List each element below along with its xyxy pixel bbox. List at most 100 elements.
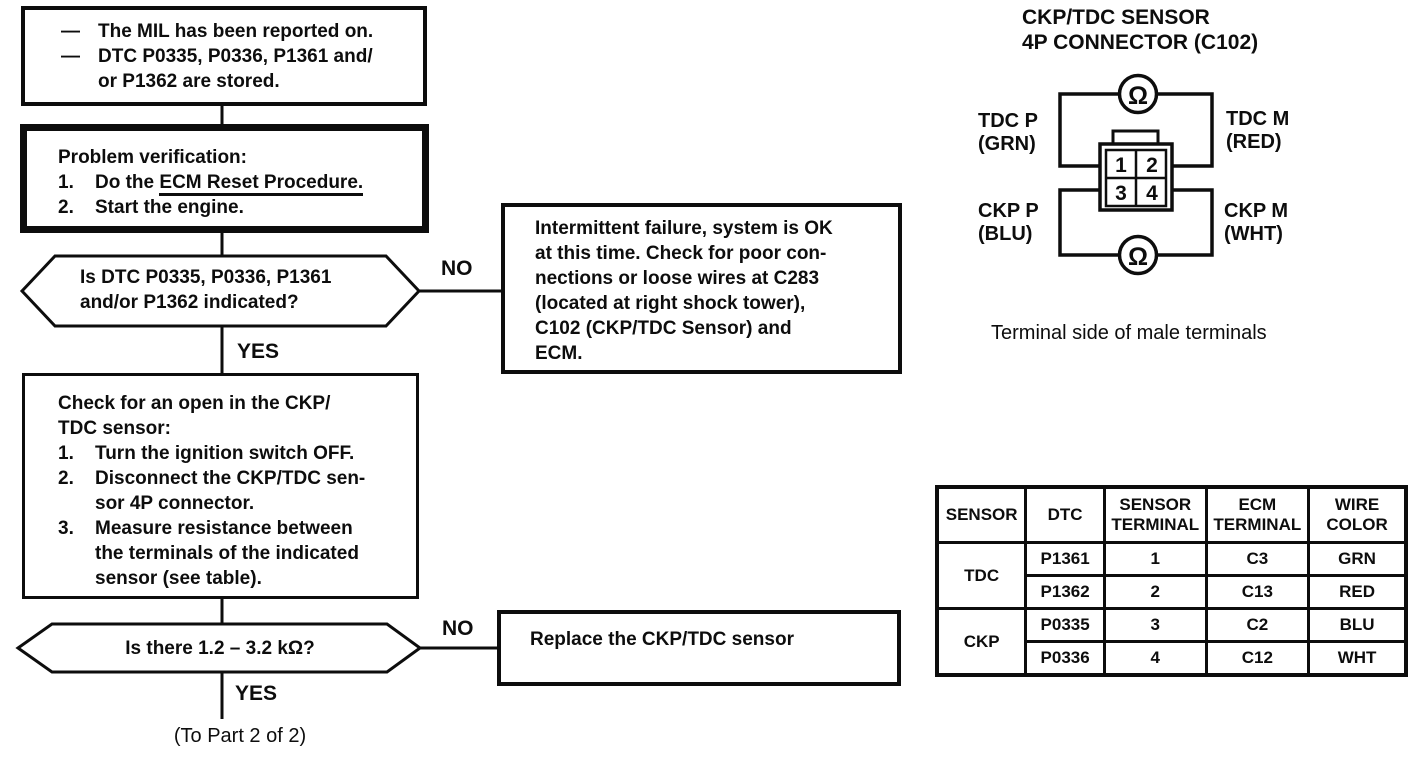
- ohmmeter-icon: [1117, 73, 1159, 115]
- decision2-question: Is there 1.2 – 3.2 kΩ?: [125, 638, 315, 659]
- dash-bullet: —: [61, 46, 80, 67]
- cell-sensor-terminal: 1: [1102, 541, 1208, 577]
- ohmmeter-icon: [1117, 234, 1159, 276]
- step-text: Measure resistance between: [95, 518, 353, 539]
- check-title-line: Check for an open in the CKP/: [58, 393, 331, 414]
- connector-diagram-title: CKP/TDC SENSOR 4P CONNECTOR (C102): [1022, 5, 1258, 55]
- cell-dtc: P0336: [1024, 640, 1106, 677]
- step-number: 2.: [58, 197, 74, 218]
- step-number: 1.: [58, 172, 74, 193]
- connector-caption: Terminal side of male terminals: [991, 322, 1267, 344]
- header-line: SENSOR: [945, 505, 1018, 524]
- cell-sensor-terminal: 4: [1102, 640, 1208, 677]
- header-dtc: DTC: [1024, 485, 1106, 544]
- step-text: Do the: [95, 172, 160, 193]
- step-number: 3.: [58, 518, 74, 539]
- check-title-line: TDC sensor:: [58, 418, 171, 439]
- header-sensor: SENSOR: [935, 485, 1028, 544]
- step-text: sor 4P connector.: [95, 493, 255, 514]
- ohmmeter-wire-bottom-left: [1058, 188, 1119, 257]
- procedure-step: 2. Disconnect the CKP/TDC sen- sor 4P co…: [58, 466, 410, 516]
- header-line: COLOR: [1326, 515, 1388, 534]
- intermittent-line: ECM.: [535, 343, 583, 364]
- cell-wire-color: BLU: [1307, 607, 1408, 643]
- replace-sensor-text: Replace the CKP/TDC sensor: [530, 629, 794, 650]
- intermittent-line: at this time. Check for poor con-: [535, 243, 827, 264]
- decision1-hexagon: [19, 254, 422, 328]
- terminal-label-ckp-p: CKP P (BLU): [978, 200, 1039, 246]
- header-line: DTC: [1047, 505, 1083, 524]
- table-row: P0336 4 C12 WHT: [937, 640, 1408, 677]
- terminal-label-ckp-m: CKP M (WHT): [1224, 200, 1288, 246]
- to-part-2-label: (To Part 2 of 2): [173, 725, 307, 747]
- header-line: TERMINAL: [1111, 515, 1200, 534]
- decision1-line: Is DTC P0335, P0336, P1361: [80, 267, 332, 288]
- terminal-name: CKP P: [978, 200, 1039, 222]
- step-text: Start the engine.: [95, 197, 244, 218]
- ohm-symbol-bottom: Ω: [1128, 243, 1148, 271]
- procedure-step: 2. Start the engine.: [58, 195, 416, 220]
- terminal-number-2: 2: [1146, 154, 1158, 177]
- decision2-hexagon: [15, 622, 423, 674]
- decision1-question: Is DTC P0335, P0336, P1361 and/or P1362 …: [80, 265, 331, 315]
- mil-status-box: — The MIL has been reported on. — DTC P0…: [21, 6, 427, 106]
- header-line: TERMINAL: [1213, 515, 1302, 534]
- intermittent-line: C102 (CKP/TDC Sensor) and: [535, 318, 792, 339]
- header-line: SENSOR: [1119, 495, 1192, 514]
- procedure-step: 1. Turn the ignition switch OFF.: [58, 441, 410, 466]
- check-open-title: Check for an open in the CKP/ TDC sensor…: [58, 391, 410, 441]
- cell-sensor-terminal: 2: [1102, 574, 1208, 610]
- step-text: the terminals of the indicated: [95, 543, 359, 564]
- cell-ecm-terminal: C3: [1204, 541, 1311, 577]
- terminal-number-3: 3: [1115, 182, 1127, 205]
- problem-verification-title: Problem verification:: [58, 147, 247, 168]
- header-line: WIRE: [1334, 495, 1380, 514]
- ohmmeter-wire-top-left: [1058, 92, 1119, 168]
- cell-sensor: TDC: [935, 541, 1028, 610]
- step-text: sensor (see table).: [95, 568, 262, 589]
- decision1-line: and/or P1362 indicated?: [80, 292, 299, 313]
- decision2-yes-label: YES: [235, 682, 278, 705]
- cell-wire-color: RED: [1307, 574, 1408, 610]
- step-text: Disconnect the CKP/TDC sen-: [95, 468, 366, 489]
- step-number: 1.: [58, 443, 74, 464]
- wire-color: (WHT): [1224, 223, 1283, 245]
- ecm-reset-procedure-link: ECM Reset Procedure.: [159, 172, 364, 196]
- terminal-label-tdc-p: TDC P (GRN): [978, 110, 1038, 156]
- table-row: CKP P0335 3 C2 BLU: [935, 607, 1408, 677]
- terminal-name: CKP M: [1224, 200, 1289, 222]
- intermittent-line: (located at right shock tower),: [535, 293, 806, 314]
- step-text: Turn the ignition switch OFF.: [95, 443, 355, 464]
- intermittent-failure-box: Intermittent failure, system is OK at th…: [501, 203, 902, 374]
- cell-wire-color: GRN: [1307, 541, 1408, 577]
- cell-ecm-terminal: C12: [1204, 640, 1311, 677]
- connector-cavity-grid: [1106, 150, 1166, 206]
- procedure-step: 3. Measure resistance between the termin…: [58, 516, 410, 591]
- terminal-number-1: 1: [1115, 154, 1127, 177]
- ohm-symbol-top: Ω: [1128, 82, 1148, 110]
- decision2-no-label: NO: [442, 617, 474, 640]
- wire-color: (BLU): [978, 223, 1033, 245]
- terminal-name: TDC M: [1226, 108, 1290, 130]
- wire-color: (RED): [1226, 131, 1282, 153]
- cell-dtc: P1361: [1024, 541, 1106, 577]
- decision1-no-label: NO: [441, 257, 473, 280]
- replace-sensor-box: Replace the CKP/TDC sensor: [497, 610, 901, 686]
- wire-color: (GRN): [978, 133, 1036, 155]
- cell-ecm-terminal: C2: [1204, 607, 1311, 643]
- cell-sensor: CKP: [935, 607, 1028, 677]
- terminal-name: TDC P: [978, 110, 1038, 132]
- procedure-step: 1. Do the ECM Reset Procedure.: [58, 170, 416, 196]
- mil-item: — The MIL has been reported on.: [61, 19, 415, 44]
- terminal-number-4: 4: [1146, 182, 1158, 205]
- problem-verification-box: Problem verification: 1. Do the ECM Rese…: [20, 124, 429, 233]
- table-row: P1362 2 C13 RED: [937, 574, 1408, 610]
- header-line: ECM: [1238, 495, 1277, 514]
